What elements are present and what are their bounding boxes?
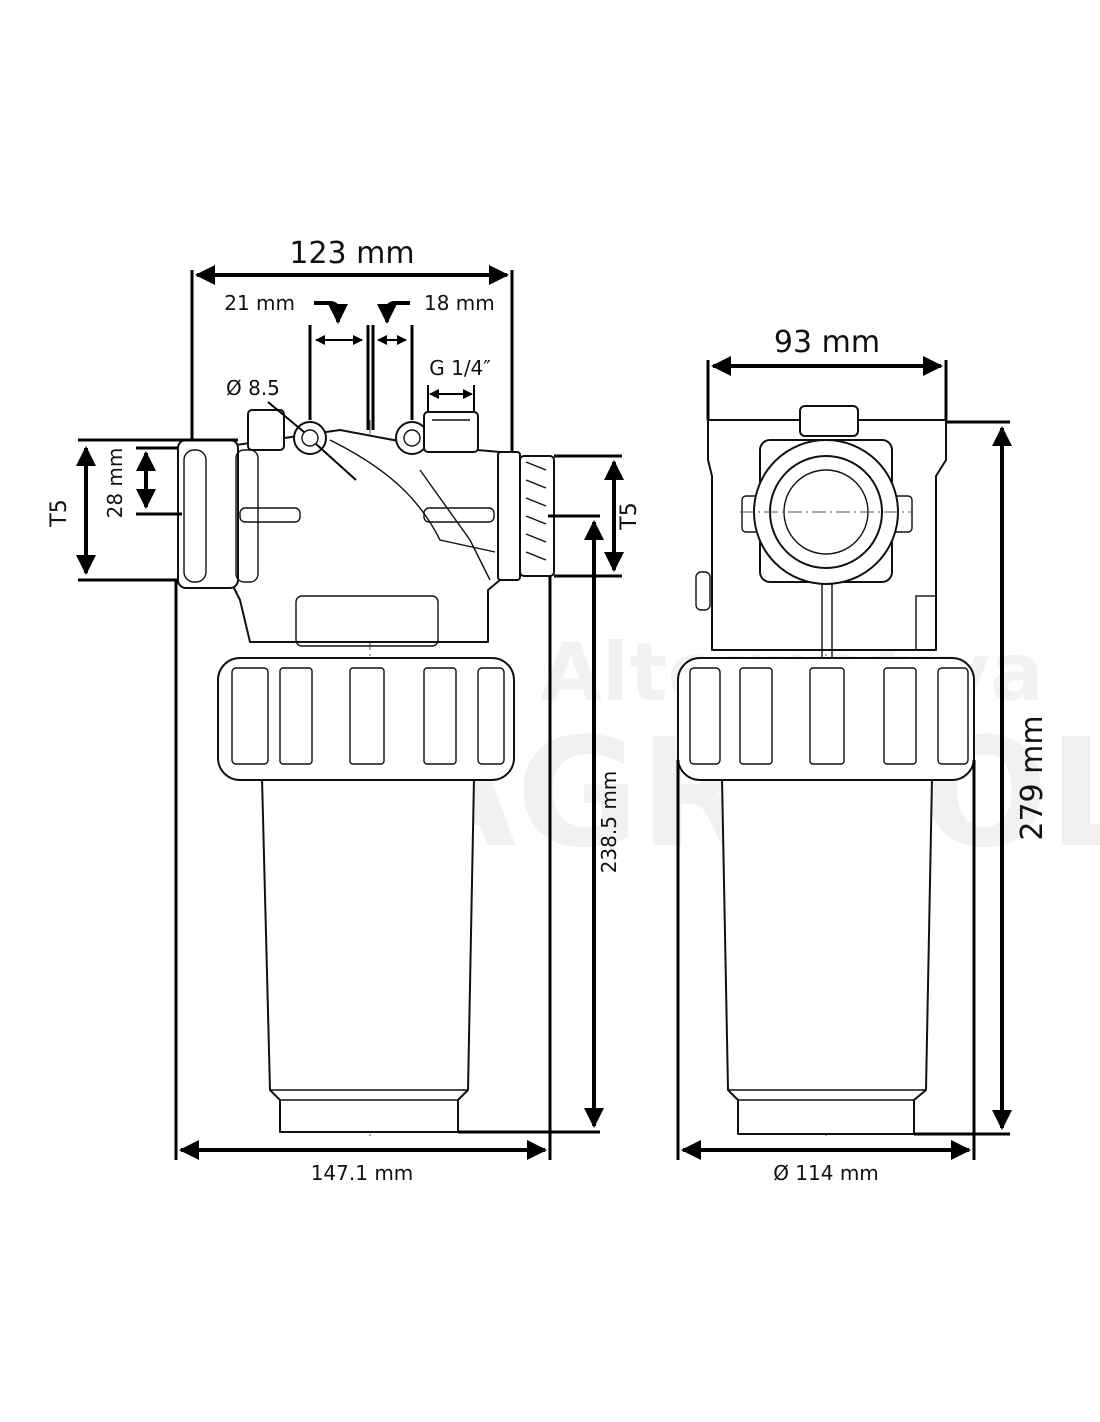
front-view: 123 mm 21 mm 18 mm Ø 8.5 G 1/4″ T5 28 mm <box>47 236 642 1185</box>
front-head <box>229 429 501 643</box>
dim-right-t5-label: T5 <box>617 502 642 530</box>
front-ring-ribs <box>231 667 505 765</box>
dim-114-label: Ø 114 mm <box>773 1161 879 1185</box>
side-top-port <box>799 405 859 437</box>
dim-123-label: 123 mm <box>289 236 414 271</box>
dim-bore-label: Ø 8.5 <box>226 376 280 400</box>
arrow-21 <box>314 301 348 324</box>
front-right-collar <box>497 451 521 581</box>
dim-93-label: 93 mm <box>774 325 880 360</box>
dim-238-label: 238.5 mm <box>597 771 621 874</box>
front-bowl <box>261 777 475 1133</box>
arrow-18 <box>377 301 410 324</box>
dim-147-label: 147.1 mm <box>311 1161 414 1185</box>
side-bowl <box>721 777 933 1135</box>
dim-18-label: 18 mm <box>424 291 495 315</box>
front-top-port-left <box>247 409 285 451</box>
front-thread-port <box>423 411 479 453</box>
front-ring-nut <box>217 657 515 781</box>
side-ring-nut <box>677 657 975 781</box>
dim-279-label: 279 mm <box>1015 715 1050 840</box>
side-view: 93 mm 279 mm Ø 114 mm <box>676 325 1050 1185</box>
dim-28-label: 28 mm <box>103 448 127 519</box>
front-left-flange <box>177 439 239 589</box>
dim-21-label: 21 mm <box>224 291 295 315</box>
dim-thread-label: G 1/4″ <box>429 356 491 380</box>
side-ring-ribs <box>689 667 969 765</box>
front-label-plate <box>295 595 439 647</box>
dim-left-t5-label: T5 <box>47 499 72 527</box>
